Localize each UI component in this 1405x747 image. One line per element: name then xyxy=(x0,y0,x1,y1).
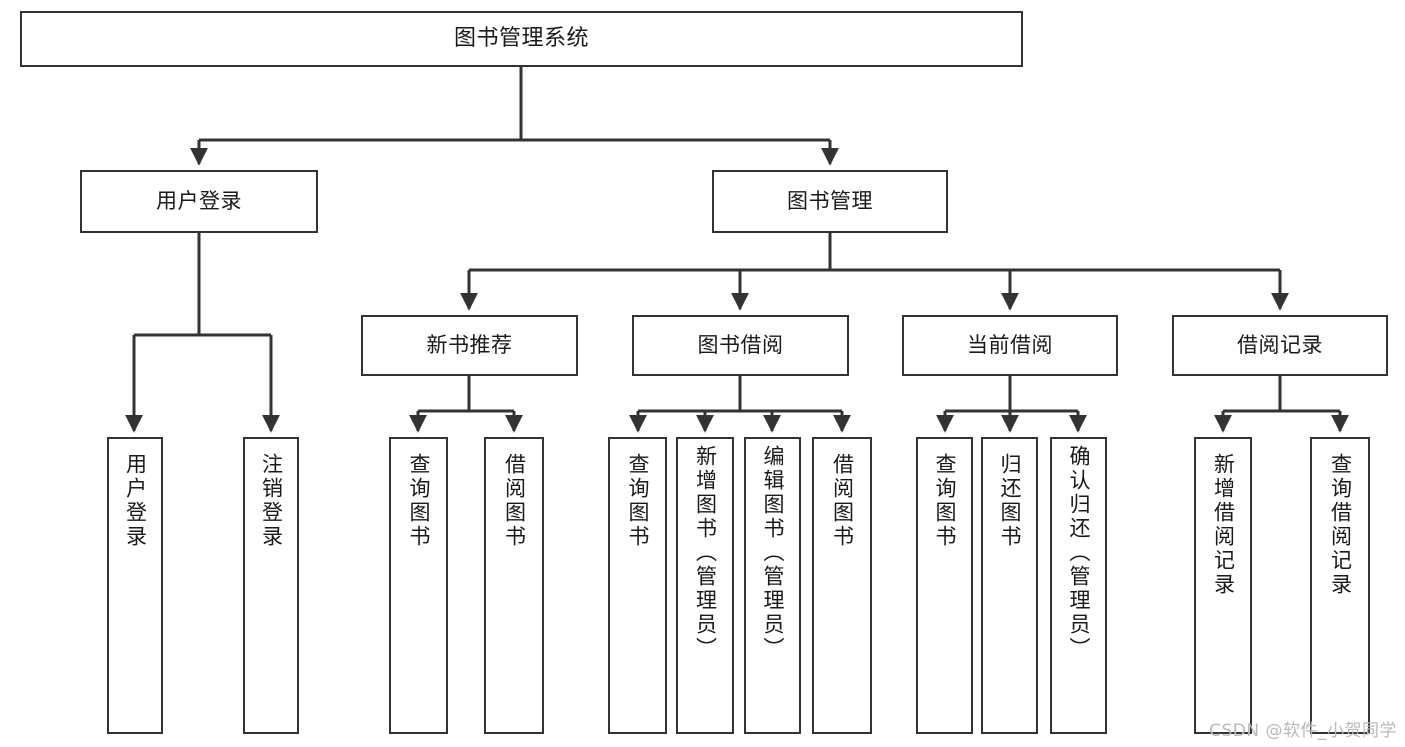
leaf-user-login-logout[interactable]: 注销登录 xyxy=(243,437,299,734)
node-label: 新书推荐 xyxy=(426,332,513,357)
leaf-borrow-record-query-record[interactable]: 查询借阅记录 xyxy=(1310,437,1370,734)
node-label: 查询图书 xyxy=(407,453,431,549)
node-label: 图书借阅 xyxy=(697,332,784,357)
node-label: 当前借阅 xyxy=(967,332,1053,357)
node-label: 用户登录 xyxy=(123,453,148,549)
node-root-book-management-system[interactable]: 图书管理系统 xyxy=(20,11,1023,67)
node-label: 借阅图书 xyxy=(830,453,855,549)
leaf-current-borrow-confirm-return-admin[interactable]: 确认归还（管理员） xyxy=(1050,437,1107,734)
leaf-new-book-query-book[interactable]: 查询图书 xyxy=(389,437,448,734)
leaf-book-borrow-query-book[interactable]: 查询图书 xyxy=(608,437,667,734)
node-label: 图书管理 xyxy=(787,188,873,213)
leaf-book-borrow-edit-book-admin[interactable]: 编辑图书（管理员） xyxy=(744,437,801,734)
leaf-borrow-record-add-record[interactable]: 新增借阅记录 xyxy=(1194,437,1252,734)
node-current-borrow[interactable]: 当前借阅 xyxy=(902,315,1118,376)
node-new-book-recommend[interactable]: 新书推荐 xyxy=(361,315,578,376)
node-borrow-record[interactable]: 借阅记录 xyxy=(1172,315,1388,376)
watermark-text: CSDN @软件_小贺同学 xyxy=(1209,721,1397,741)
node-label: 查询借阅记录 xyxy=(1328,453,1353,597)
leaf-book-borrow-add-book-admin[interactable]: 新增图书（管理员） xyxy=(676,437,734,734)
node-label: 借阅记录 xyxy=(1237,332,1323,357)
leaf-current-borrow-return-book[interactable]: 归还图书 xyxy=(981,437,1038,734)
node-label: 编辑图书（管理员） xyxy=(761,445,785,661)
node-label: 新增借阅记录 xyxy=(1211,453,1236,597)
node-label: 归还图书 xyxy=(998,453,1022,549)
leaf-current-borrow-query-book[interactable]: 查询图书 xyxy=(916,437,973,734)
node-book-management[interactable]: 图书管理 xyxy=(712,170,948,233)
node-label: 注销登录 xyxy=(259,453,284,549)
leaf-book-borrow-borrow-book[interactable]: 借阅图书 xyxy=(812,437,872,734)
node-label: 查询图书 xyxy=(933,453,957,549)
node-label: 查询图书 xyxy=(626,453,650,549)
node-book-borrow[interactable]: 图书借阅 xyxy=(632,315,849,376)
node-label: 图书管理系统 xyxy=(453,25,589,51)
leaf-new-book-borrow-book[interactable]: 借阅图书 xyxy=(484,437,544,734)
leaf-user-login-login[interactable]: 用户登录 xyxy=(107,437,163,734)
node-label: 用户登录 xyxy=(156,188,242,213)
node-label: 新增图书（管理员） xyxy=(693,445,718,661)
node-user-login[interactable]: 用户登录 xyxy=(80,170,318,233)
node-label: 确认归还（管理员） xyxy=(1067,445,1091,661)
node-label: 借阅图书 xyxy=(502,453,527,549)
